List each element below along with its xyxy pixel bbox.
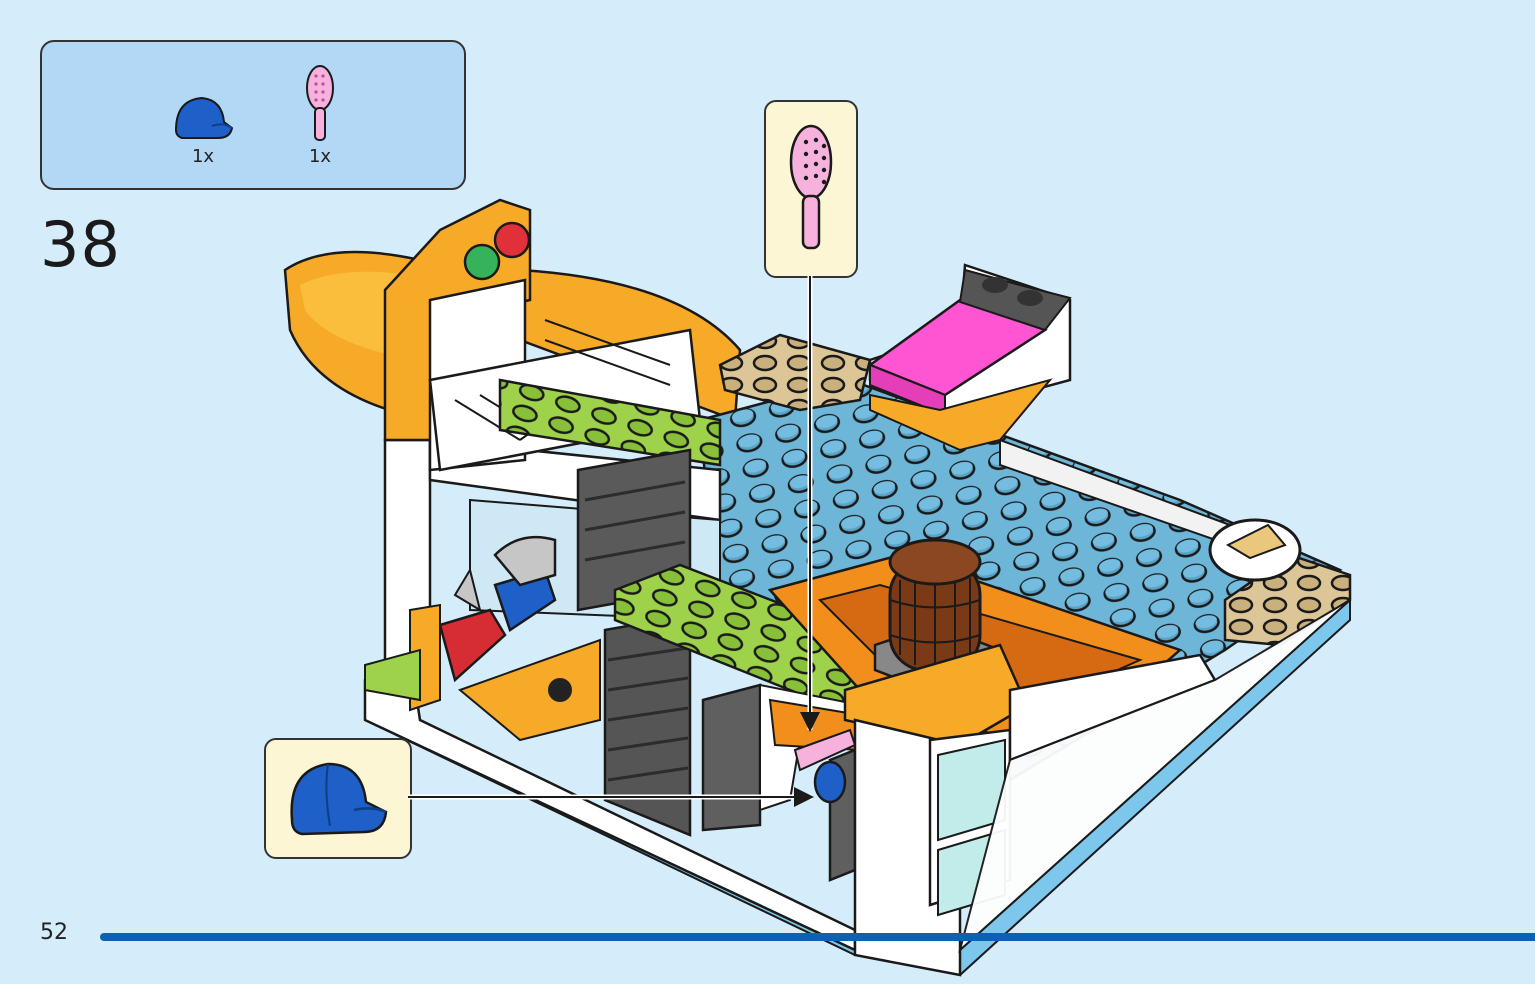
parts-list-box: 1x 1x [40, 40, 466, 190]
pink-hairbrush-icon [789, 124, 833, 250]
hairbrush-callout [764, 100, 858, 278]
parts-item-cap: 1x [168, 92, 238, 167]
cap-callout [264, 738, 412, 859]
quantity-label: 1x [308, 146, 332, 167]
page-number: 52 [40, 920, 68, 945]
page-progress-bar [100, 933, 1535, 941]
quantity-label: 1x [191, 146, 215, 167]
step-number: 38 [40, 208, 121, 281]
blue-cap-icon [290, 762, 388, 836]
parts-item-hairbrush: 1x [297, 64, 343, 167]
blue-cap-icon [174, 96, 234, 139]
pink-hairbrush-icon [306, 65, 334, 141]
